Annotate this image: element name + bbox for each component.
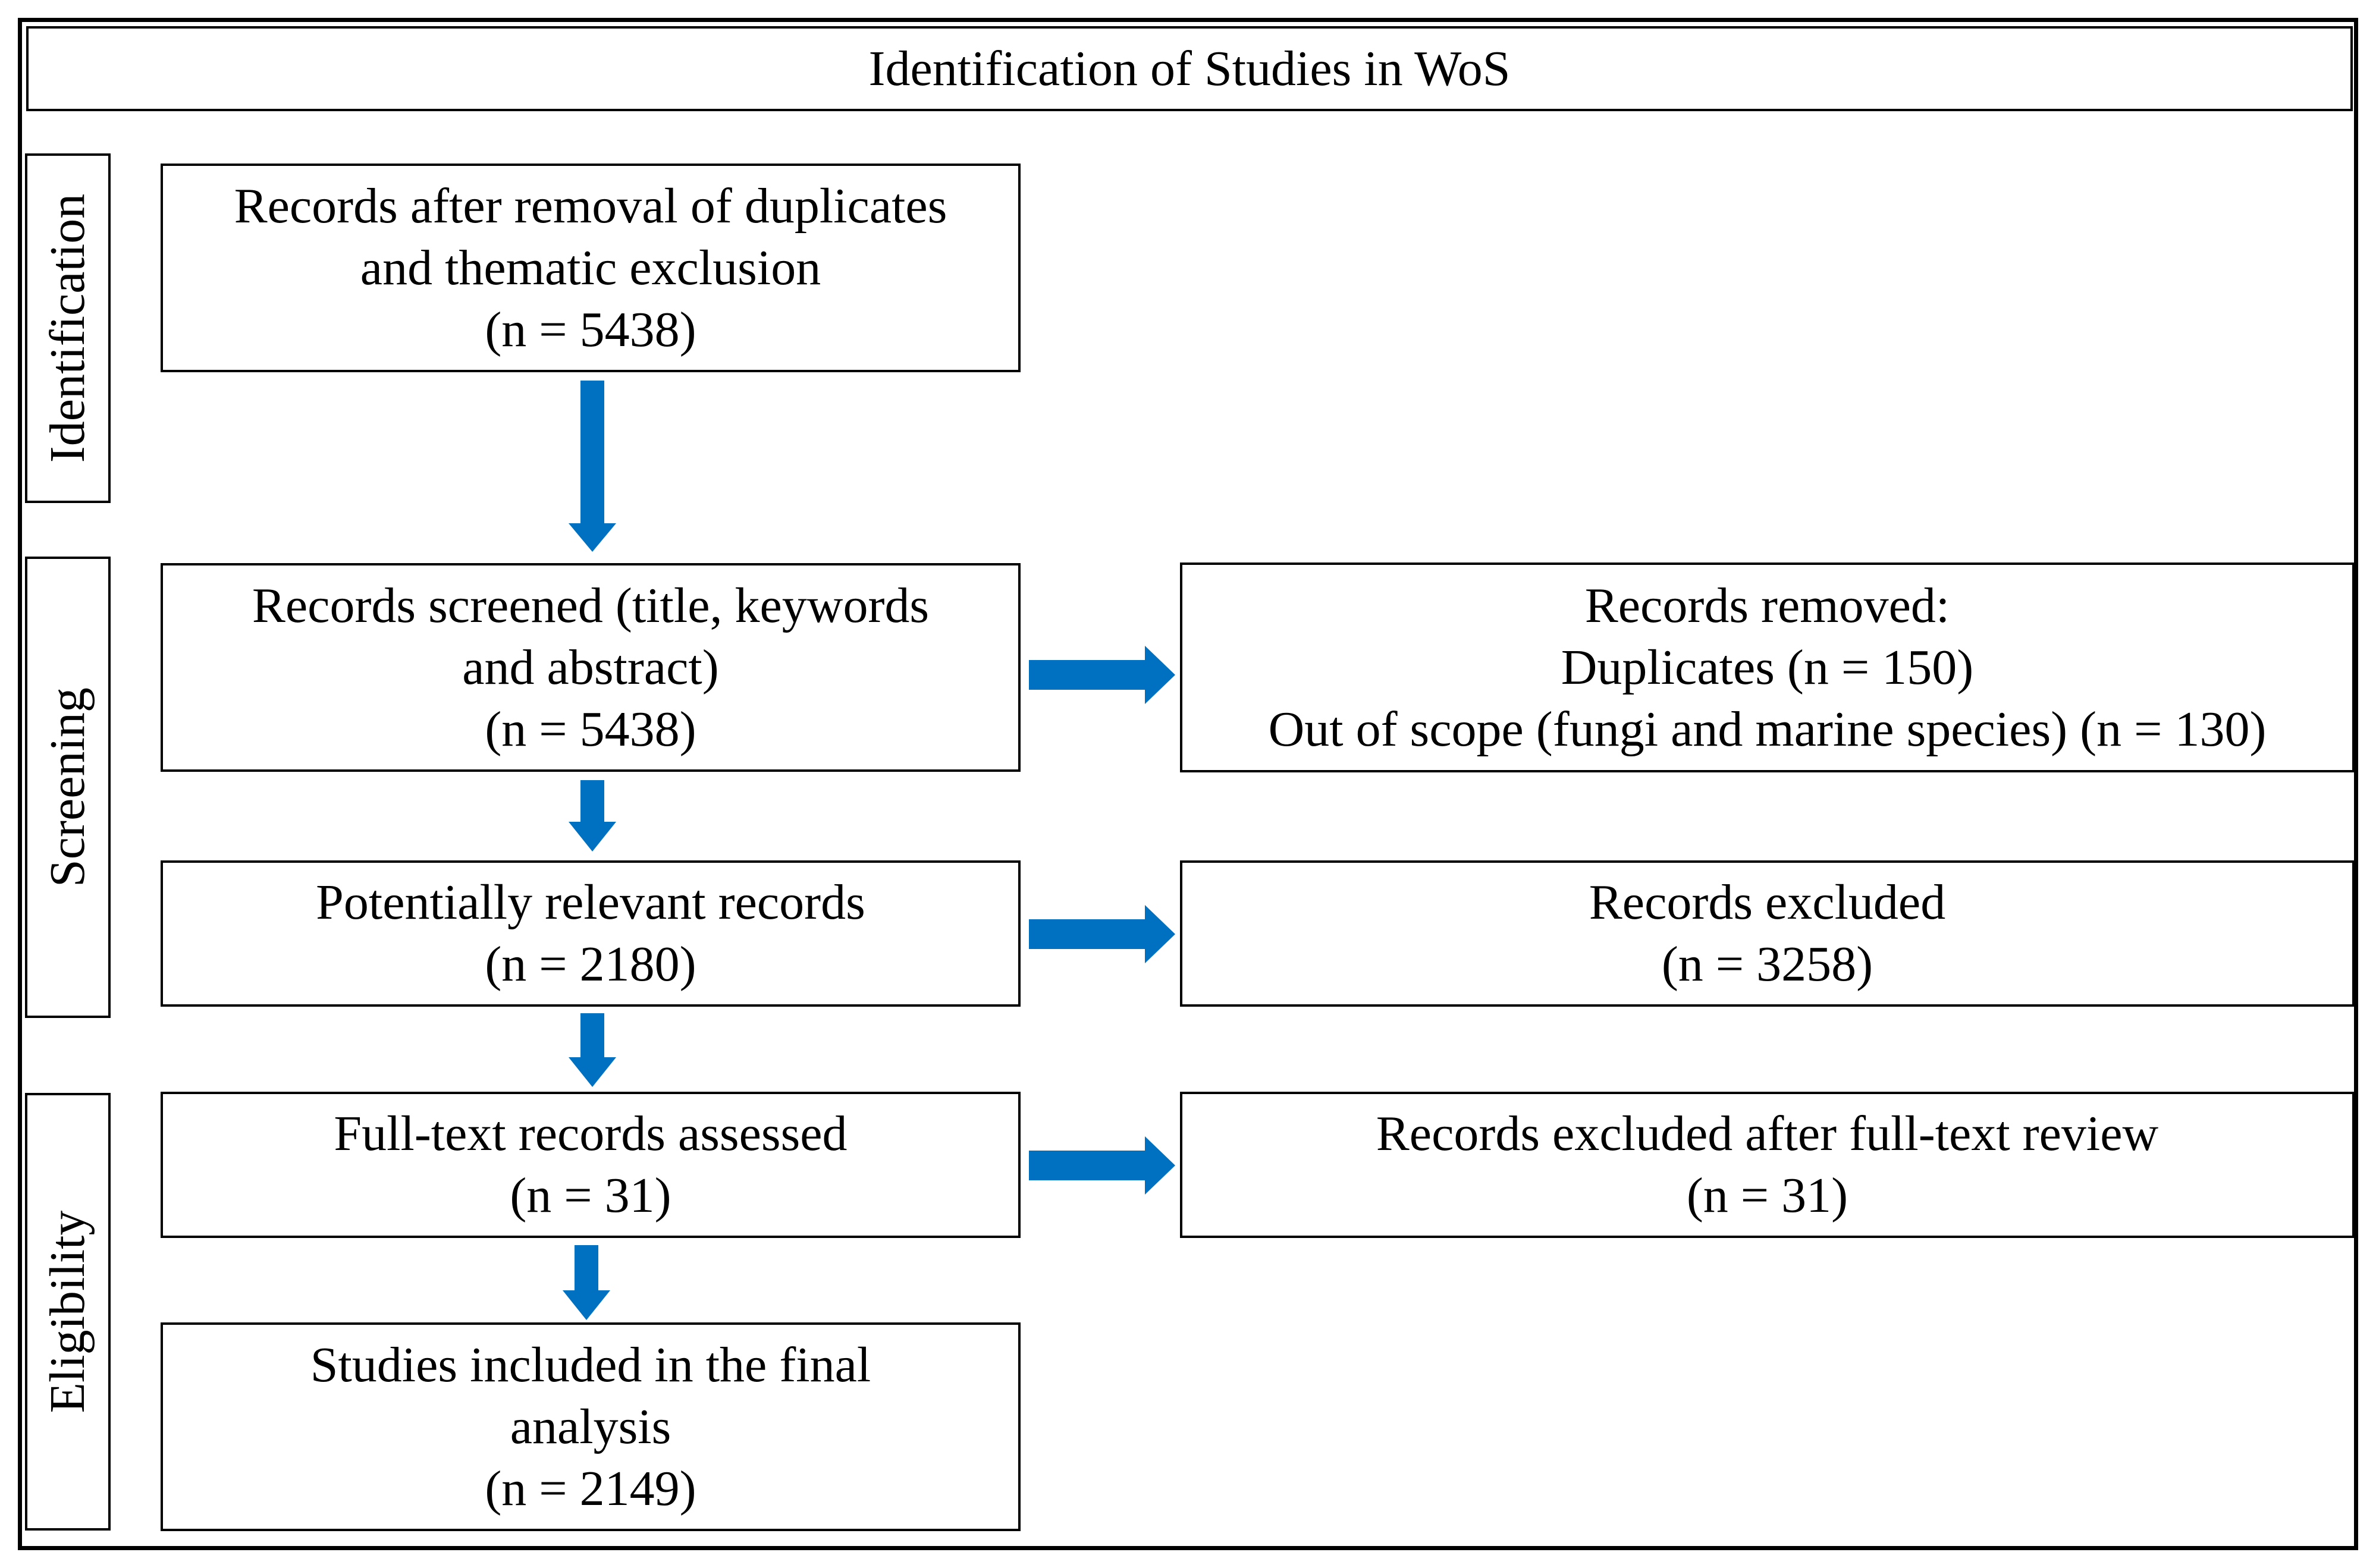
box-line: (n = 2149) bbox=[485, 1460, 696, 1516]
box-line: and thematic exclusion bbox=[360, 240, 821, 296]
stage-screening: Screening bbox=[25, 557, 111, 1018]
diagram-frame bbox=[18, 18, 2358, 1550]
stage-label-eligibility: Eligibility bbox=[40, 1210, 95, 1413]
box-studies-included: Studies included in the final analysis (… bbox=[161, 1322, 1021, 1531]
box-line: and abstract) bbox=[462, 639, 719, 695]
box-line: Records excluded bbox=[1589, 875, 1946, 930]
box-line: Potentially relevant records bbox=[316, 875, 865, 930]
box-potentially-relevant: Potentially relevant records (n = 2180) bbox=[161, 860, 1021, 1007]
box-fulltext-assessed: Full-text records assessed (n = 31) bbox=[161, 1092, 1021, 1238]
box-line: (n = 3258) bbox=[1661, 937, 1873, 992]
box-records-screened: Records screened (title, keywords and ab… bbox=[161, 563, 1021, 772]
box-excluded-fulltext: Records excluded after full-text review … bbox=[1180, 1092, 2355, 1238]
box-line: Full-text records assessed bbox=[334, 1106, 848, 1161]
box-line: (n = 31) bbox=[1686, 1168, 1848, 1223]
box-line: Records screened (title, keywords bbox=[252, 577, 930, 633]
box-line: (n = 5438) bbox=[485, 701, 696, 757]
stage-label-identification: Identification bbox=[40, 193, 95, 463]
box-line: Records removed: bbox=[1584, 577, 1950, 633]
box-records-identified: Records after removal of duplicates and … bbox=[161, 164, 1021, 372]
box-records-removed: Records removed: Duplicates (n = 150) Ou… bbox=[1180, 563, 2355, 772]
stage-identification: Identification bbox=[25, 153, 111, 503]
stage-eligibility: Eligibility bbox=[25, 1093, 111, 1531]
box-line: (n = 2180) bbox=[485, 937, 696, 992]
header-title: Identification of Studies in WoS bbox=[868, 40, 1511, 96]
box-line: Studies included in the final bbox=[310, 1337, 871, 1393]
stage-label-screening: Screening bbox=[40, 687, 95, 887]
box-line: Out of scope (fungi and marine species) … bbox=[1268, 701, 2267, 757]
box-line: Duplicates (n = 150) bbox=[1561, 639, 1974, 695]
box-line: Records after removal of duplicates bbox=[234, 178, 947, 234]
box-line: analysis bbox=[510, 1399, 671, 1454]
box-line: Records excluded after full-text review bbox=[1376, 1106, 2159, 1161]
box-line: (n = 31) bbox=[510, 1168, 671, 1223]
box-line: (n = 5438) bbox=[485, 301, 696, 357]
box-records-excluded: Records excluded (n = 3258) bbox=[1180, 860, 2355, 1007]
header-box: Identification of Studies in WoS bbox=[26, 26, 2353, 111]
